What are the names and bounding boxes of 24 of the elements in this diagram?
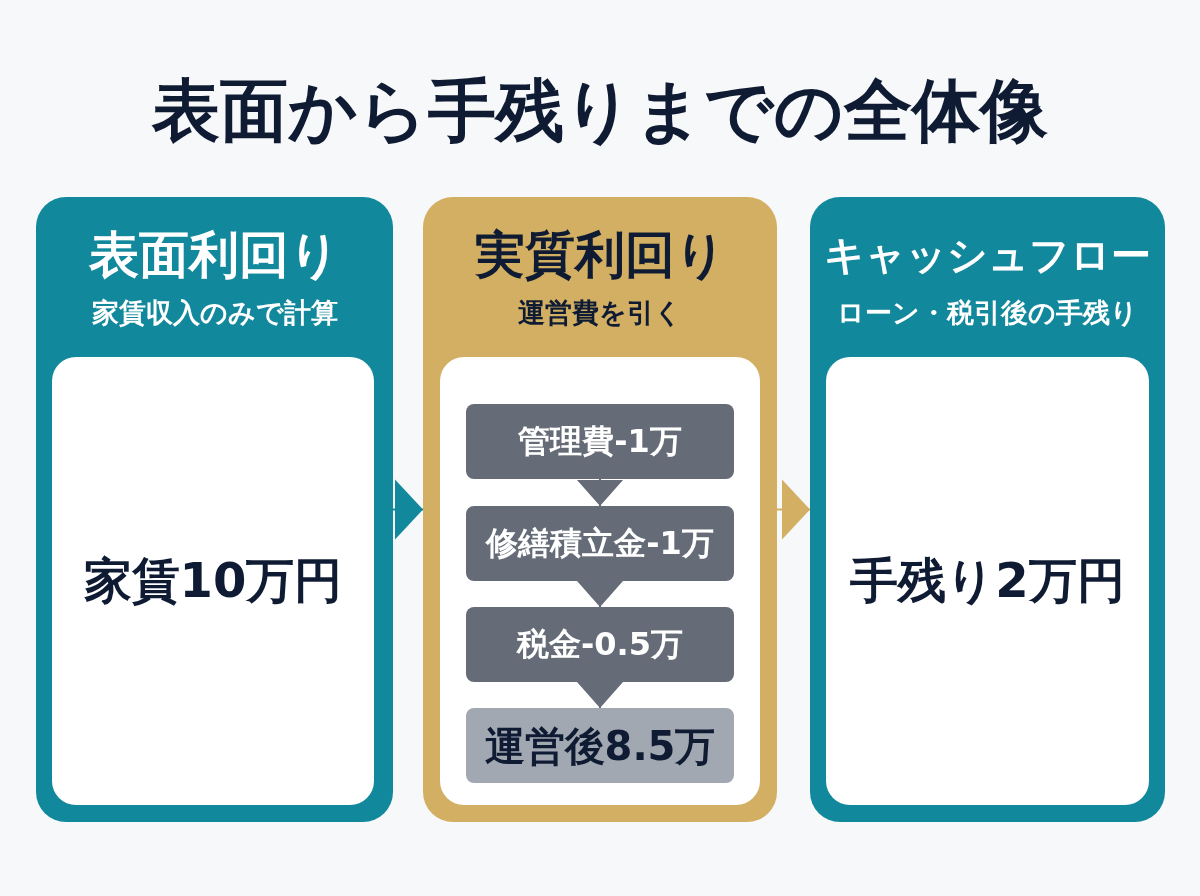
amount-text: 手残り2万円 <box>850 552 1125 610</box>
value-card <box>826 357 1149 805</box>
column-heading: キャッシュフロー <box>824 231 1151 280</box>
column-panel <box>36 197 393 822</box>
column-panel <box>423 197 777 822</box>
expense-item: 管理費-1万 <box>466 404 734 479</box>
amount-text: 家賃10万円 <box>83 552 343 610</box>
expense-item: 税金-0.5万 <box>466 607 734 682</box>
arrow <box>776 479 811 540</box>
arrow <box>392 479 424 540</box>
result-item: 運営後8.5万 <box>466 708 734 783</box>
inner-panel <box>440 357 760 805</box>
column-subheading: ローン・税引後の手残り <box>837 296 1138 330</box>
expense-item: 修繕積立金-1万 <box>466 506 734 581</box>
column-subheading: 運営費を引く <box>518 296 682 330</box>
column-subheading: 家賃収入のみで計算 <box>91 296 338 330</box>
column-heading: 表面利回り <box>89 225 340 285</box>
column-panel <box>810 197 1165 822</box>
arrow <box>577 478 623 507</box>
value-card <box>52 357 374 805</box>
arrow <box>577 580 623 608</box>
arrow <box>577 681 623 709</box>
diagram-title: 表面から手残りまでの全体像 <box>152 70 1048 152</box>
column-heading: 実質利回り <box>474 225 726 285</box>
